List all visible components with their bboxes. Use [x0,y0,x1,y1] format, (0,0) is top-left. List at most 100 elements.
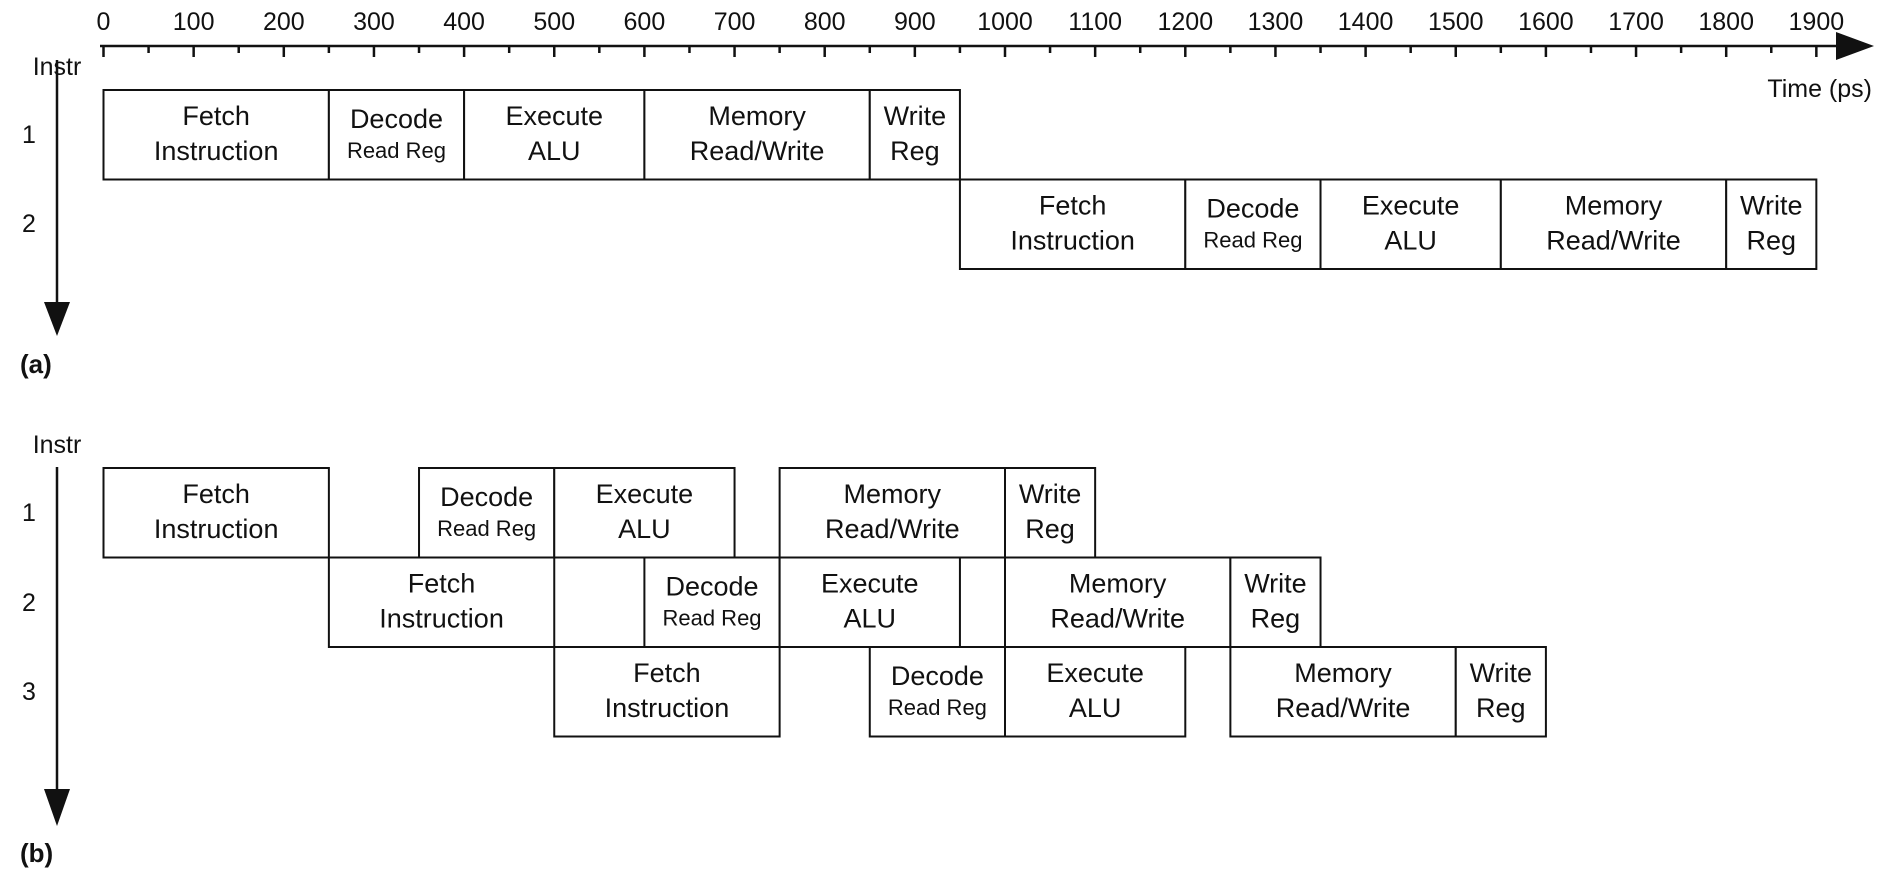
stage-subtitle: Read Reg [888,695,987,720]
stage-subtitle: Reg [1476,693,1526,723]
stage-title: Execute [1362,191,1460,221]
stage-title: Write [1244,569,1307,599]
stage-subtitle: Read Reg [1203,228,1302,253]
stage-box [418,467,556,559]
panel-b-instr-axis-arrowhead [44,789,70,826]
stage-subtitle: Reg [1025,514,1075,544]
time-tick-label: 700 [714,8,756,36]
stage-title: Memory [1565,191,1663,221]
stage-subtitle: Instruction [379,604,504,634]
stage-subtitle: Reg [1747,226,1797,256]
stage-box [553,646,781,738]
time-tick-label: 1800 [1698,8,1754,36]
time-tick-label: 1100 [1068,8,1122,36]
panel-a-label: (a) [20,349,52,379]
stage-title: Fetch [633,658,701,688]
stage-subtitle: Instruction [154,136,279,166]
panel-a-instr-axis-arrowhead [44,302,70,336]
time-tick-label: 1600 [1518,8,1574,36]
time-tick-label: 1200 [1157,8,1213,36]
panel-b-row-label-3: 3 [22,678,36,706]
stage-title: Write [1740,191,1803,221]
panel-b-label: (b) [20,838,53,868]
panel-a-row-label-1: 1 [22,121,36,149]
stage-title: Write [1019,479,1082,509]
time-tick-label: 1900 [1789,8,1845,36]
stage-subtitle: Read Reg [347,138,446,163]
stage-title: Decode [1206,194,1299,224]
stage-box [1004,467,1097,559]
stage-subtitle: Reg [1251,604,1301,634]
stage-title: Execute [505,101,603,131]
stage-subtitle: Read Reg [437,516,536,541]
stage-title: Decode [440,482,533,512]
time-tick-label: 900 [894,8,936,36]
stage-box [643,89,871,181]
stage-title: Decode [350,104,443,134]
stage-subtitle: Reg [890,136,940,166]
panel-b-instr-axis-label: Instr [33,431,82,459]
stage-box [327,89,466,181]
stage-box [1725,178,1818,270]
stage-title: Execute [596,479,694,509]
stage-title: Execute [1046,658,1144,688]
stage-subtitle: Read Reg [662,606,761,631]
stage-title: Decode [665,572,758,602]
time-tick-label: 1500 [1428,8,1484,36]
stage-box [102,467,330,559]
stage-title: Fetch [408,569,476,599]
stage-box [1499,178,1728,270]
stage-subtitle: ALU [1384,226,1437,256]
stage-title: Decode [891,661,984,691]
stage-box [868,89,961,181]
stage-subtitle: ALU [1069,693,1122,723]
stage-subtitle: ALU [528,136,581,166]
time-tick-label: 800 [804,8,846,36]
stage-box [102,89,330,181]
time-tick-label: 500 [533,8,575,36]
stage-title: Write [884,101,947,131]
stage-box [778,556,961,648]
stage-subtitle: Instruction [154,514,279,544]
time-tick-label: 200 [263,8,305,36]
panel-b-row-label-2: 2 [22,589,36,617]
stage-box [1319,178,1502,270]
time-tick-label: 1700 [1608,8,1664,36]
stage-box [1454,646,1547,738]
stage-subtitle: Read/Write [690,136,825,166]
stage-box [1229,646,1457,738]
time-axis-title: Time (ps) [1767,75,1872,103]
stage-subtitle: Read/Write [1050,604,1185,634]
stage-subtitle: ALU [618,514,671,544]
stage-title: Memory [1069,569,1167,599]
stage-subtitle: Read/Write [1546,226,1681,256]
stage-title: Memory [1294,658,1392,688]
time-tick-label: 100 [173,8,215,36]
stage-subtitle: ALU [844,604,897,634]
stage-box [868,646,1007,738]
panel-a-row-label-2: 2 [22,210,36,238]
